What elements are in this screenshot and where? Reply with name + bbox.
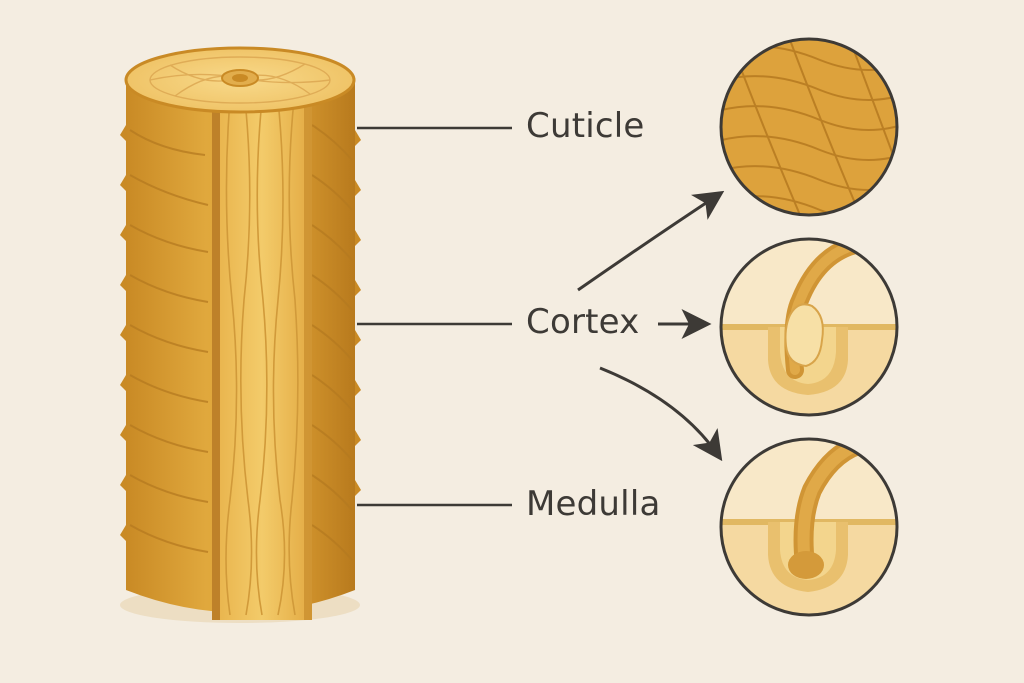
cuticle-label: Cuticle bbox=[526, 106, 645, 146]
scale-edge-bumps bbox=[120, 125, 361, 541]
medulla-detail-circle bbox=[719, 437, 899, 617]
hair-shaft bbox=[120, 46, 361, 623]
arrow-to-cuticle-detail bbox=[577, 190, 725, 292]
cuticle-detail-circle bbox=[719, 37, 899, 217]
arrow-to-medulla-detail bbox=[599, 366, 723, 462]
cortex-layer bbox=[212, 95, 312, 620]
medulla-label: Medulla bbox=[526, 484, 661, 524]
cortex-fibers bbox=[225, 99, 299, 616]
cortex-label: Cortex bbox=[526, 302, 640, 342]
cortex-detail-circle bbox=[719, 237, 899, 417]
cuticle-scales bbox=[129, 124, 353, 561]
leader-lines bbox=[357, 126, 512, 507]
arrows bbox=[577, 190, 725, 462]
